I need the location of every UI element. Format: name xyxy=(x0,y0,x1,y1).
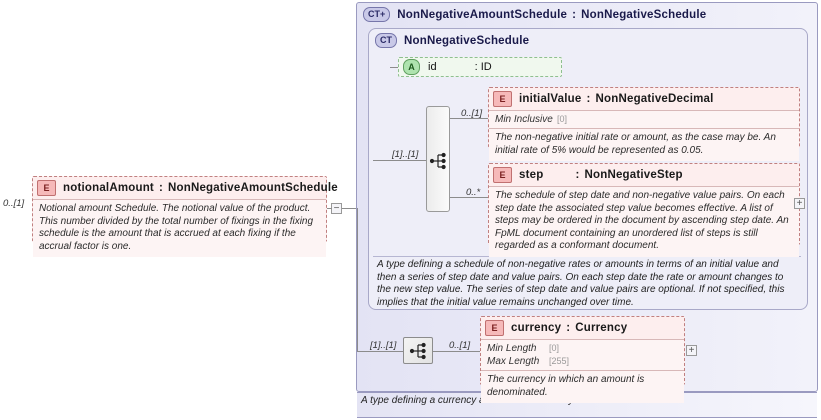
element-separator: : xyxy=(158,182,163,194)
element-type: NonNegativeDecimal xyxy=(595,93,714,105)
facet-value: [255] xyxy=(549,356,570,366)
element-facets: Min Length [0] Max Length [255] xyxy=(481,340,684,371)
connector-line xyxy=(390,67,398,68)
element-separator: : xyxy=(575,169,580,181)
element-documentation: The currency in which an amount is denom… xyxy=(481,371,684,403)
connector-line xyxy=(373,160,426,161)
element-badge-icon: E xyxy=(493,91,512,107)
element-header: E notionalAmount : NonNegativeAmountSche… xyxy=(33,177,338,200)
attribute-badge-icon: A xyxy=(403,59,420,75)
attribute-type-sep: : ID xyxy=(475,61,492,73)
root-collapse-toggle[interactable]: − xyxy=(331,203,342,214)
sequence-outer-cardinality-left: [1]..[1] xyxy=(370,340,397,351)
complex-type-base: NonNegativeSchedule xyxy=(581,8,707,21)
element-header: E step : NonNegativeStep xyxy=(489,164,799,187)
element-name: currency xyxy=(511,322,562,334)
attribute-type: ID xyxy=(480,61,492,73)
attribute-name: id xyxy=(428,61,437,73)
inner-type-header[interactable]: CT NonNegativeSchedule xyxy=(369,29,807,50)
step-cardinality: 0..* xyxy=(466,187,481,198)
root-element-cardinality: 0..[1] xyxy=(3,198,25,209)
element-badge-icon: E xyxy=(37,180,56,196)
connector-line xyxy=(327,208,332,209)
sequence-compositor-outer[interactable] xyxy=(403,337,433,364)
element-header: E initialValue : NonNegativeDecimal xyxy=(489,88,799,111)
complex-type-header[interactable]: CT+ NonNegativeAmountSchedule : NonNegat… xyxy=(357,3,817,25)
element-separator: : xyxy=(586,93,591,105)
sequence-icon xyxy=(409,342,426,360)
facet-label: Max Length xyxy=(487,356,540,367)
element-notionalAmount[interactable]: E notionalAmount : NonNegativeAmountSche… xyxy=(32,176,338,257)
initialValue-cardinality: 0..[1] xyxy=(461,108,483,119)
facet-row: Min Length [0] xyxy=(487,342,678,355)
currency-expand-toggle[interactable]: + xyxy=(686,345,697,356)
element-name: initialValue xyxy=(519,93,582,105)
element-header: E currency : Currency xyxy=(481,317,684,340)
element-documentation: Notional amount Schedule. The notional v… xyxy=(33,200,326,257)
complex-type-name: NonNegativeAmountSchedule xyxy=(397,8,568,21)
connector-line xyxy=(450,197,488,198)
complex-type-separator: : xyxy=(572,8,577,21)
inner-type-annotation: A type defining a schedule of non-negati… xyxy=(373,256,801,308)
attribute-id[interactable]: A id : ID xyxy=(398,57,562,77)
connector-line xyxy=(433,351,480,352)
facet-value: [0] xyxy=(557,114,568,124)
complex-type-badge-icon[interactable]: CT+ xyxy=(363,7,391,22)
sequence-compositor-inner[interactable] xyxy=(426,106,450,212)
element-step[interactable]: E step : NonNegativeStep The schedule of… xyxy=(488,163,800,257)
connector-line xyxy=(357,208,358,351)
element-currency[interactable]: E currency : Currency Min Length [0] Max… xyxy=(480,316,685,403)
sequence-inner-cardinality: [1]..[1] xyxy=(392,149,419,160)
facet-row: Min Inclusive [0] xyxy=(495,113,793,126)
inner-type-badge-icon[interactable]: CT xyxy=(375,33,397,48)
inner-type-name: NonNegativeSchedule xyxy=(404,34,530,47)
element-separator: : xyxy=(566,322,571,334)
element-documentation: The non-negative initial rate or amount,… xyxy=(489,129,799,161)
element-type: NonNegativeAmountSchedule xyxy=(167,182,338,194)
element-documentation: The schedule of step date and non-negati… xyxy=(489,187,799,257)
element-facets: Min Inclusive [0] xyxy=(489,111,799,129)
facet-label: Min Length xyxy=(487,343,537,354)
element-type: Currency xyxy=(575,322,628,334)
facet-value: [0] xyxy=(549,343,560,353)
element-initialValue[interactable]: E initialValue : NonNegativeDecimal Min … xyxy=(488,87,800,161)
element-name: notionalAmount xyxy=(63,182,154,194)
connector-line xyxy=(357,351,403,352)
connector-line xyxy=(450,118,488,119)
facet-label: Min Inclusive xyxy=(495,114,553,125)
facet-row: Max Length [255] xyxy=(487,355,678,368)
connector-line xyxy=(342,208,356,209)
currency-cardinality: 0..[1] xyxy=(449,340,471,351)
element-badge-icon: E xyxy=(485,320,504,336)
element-type: NonNegativeStep xyxy=(584,169,683,181)
sequence-icon xyxy=(429,152,446,170)
element-badge-icon: E xyxy=(493,167,512,183)
step-expand-toggle[interactable]: + xyxy=(794,198,805,209)
element-name: step xyxy=(519,169,544,181)
attribute-separator: : xyxy=(474,61,478,73)
